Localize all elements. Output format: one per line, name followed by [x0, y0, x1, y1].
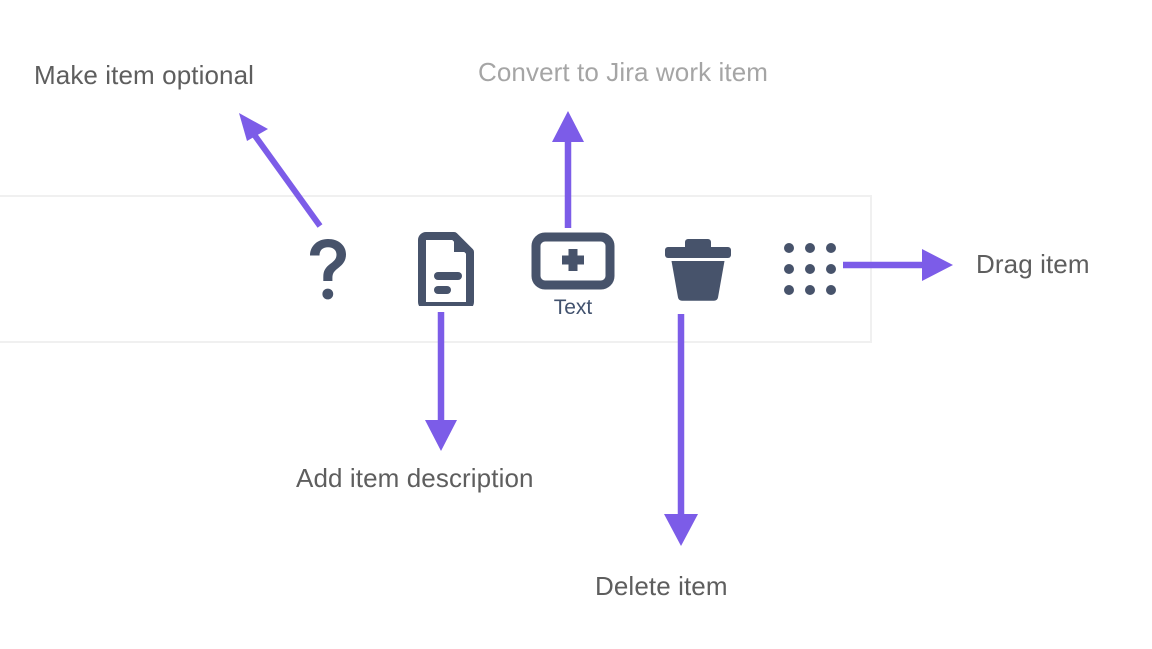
drag-dot: [826, 264, 836, 274]
trash-icon: [660, 234, 736, 304]
callout-delete-item: Delete item: [595, 571, 728, 601]
document-icon: [417, 232, 479, 310]
toolbar-button-drag-handle[interactable]: [758, 197, 862, 341]
drag-dots-icon: [784, 243, 836, 295]
toolbar-button-make-optional[interactable]: [268, 197, 388, 341]
toolbar-button-row: Text: [0, 197, 870, 341]
question-mark-icon: [305, 234, 351, 304]
drag-dot: [805, 285, 815, 295]
drag-dot: [805, 264, 815, 274]
drag-dot: [784, 243, 794, 253]
callout-make-item-optional: Make item optional: [34, 60, 255, 90]
toolbar-button-caption-text: Text: [553, 296, 593, 319]
drag-dot: [784, 264, 794, 274]
drag-dot: [805, 243, 815, 253]
drag-dots-grid: [784, 243, 836, 295]
toolbar-button-add-description[interactable]: [388, 197, 508, 341]
callout-drag-item: Drag item: [976, 249, 1090, 279]
drag-dot: [784, 285, 794, 295]
drag-dot: [826, 285, 836, 295]
callout-add-item-description: Add item description: [296, 463, 534, 493]
callout-convert-to-jira-work-item: Convert to Jira work item: [478, 57, 769, 87]
checklist-item-toolbar: Text: [0, 195, 872, 343]
toolbar-button-convert-to-jira[interactable]: Text: [508, 197, 638, 341]
arrow-delete-item: [664, 314, 698, 546]
add-box-icon: [531, 232, 615, 290]
drag-dot: [826, 243, 836, 253]
toolbar-button-delete[interactable]: [638, 197, 758, 341]
